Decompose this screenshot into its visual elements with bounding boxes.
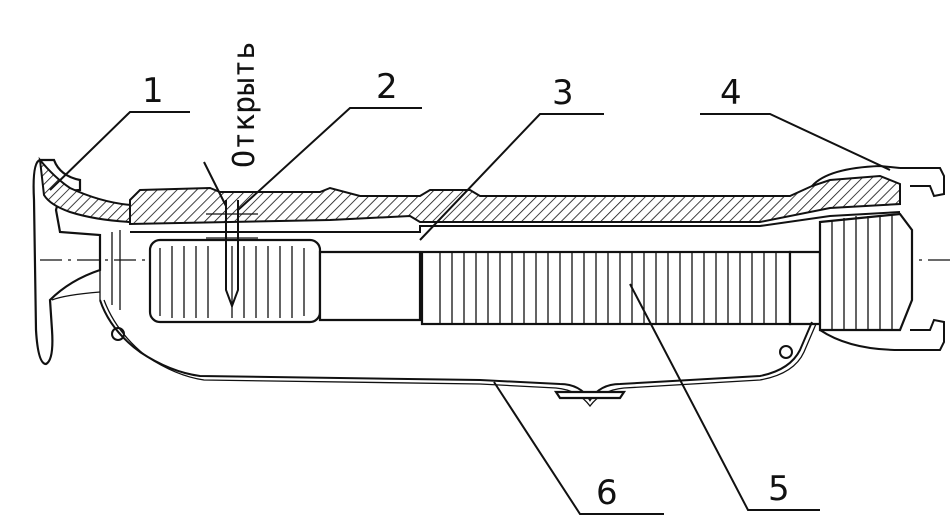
retaining-cable — [99, 299, 817, 408]
callout-4: 4 — [720, 73, 742, 113]
end-cap-part — [32, 156, 131, 366]
callout-3: 3 — [552, 73, 574, 113]
main-body — [40, 164, 950, 351]
leader-lines — [49, 107, 891, 515]
open-direction-label: Открыть — [227, 42, 262, 168]
callout-1: 1 — [142, 71, 164, 111]
valve-stem — [203, 161, 258, 309]
callout-5: 5 — [768, 469, 790, 509]
callout-2: 2 — [376, 67, 398, 107]
callout-6: 6 — [596, 473, 618, 513]
